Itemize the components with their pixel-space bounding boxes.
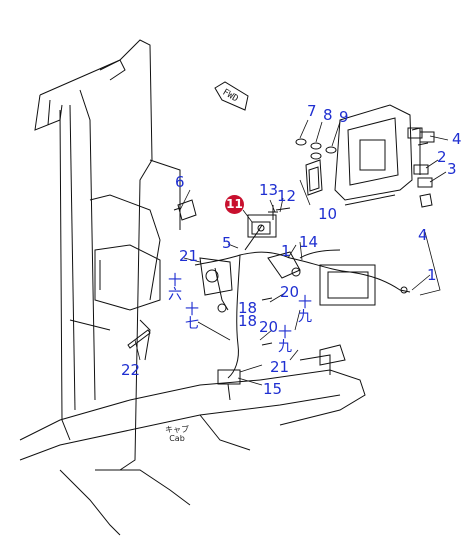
callout-16-kanji: 十六	[168, 273, 182, 303]
callout-3: 3	[447, 160, 457, 178]
callout-2: 2	[437, 148, 447, 166]
callout-14: 14	[299, 233, 319, 251]
callout-20-bottom: 20	[259, 318, 279, 336]
part-10	[305, 159, 323, 196]
callout-12: 12	[277, 187, 297, 205]
connectors-right	[407, 127, 435, 208]
cab-frame	[19, 39, 366, 536]
callout-21-top: 21	[179, 247, 199, 265]
leader-lines	[134, 119, 449, 386]
callout-1-center: 1	[281, 242, 291, 260]
bolts	[261, 205, 291, 346]
callout-1-right: 1	[427, 266, 437, 284]
fwd-arrow	[214, 81, 249, 111]
monitor	[334, 104, 421, 206]
callout-13: 13	[259, 181, 279, 199]
part-22	[127, 329, 151, 349]
callout-6: 6	[175, 173, 185, 191]
callout-21-bottom: 21	[270, 358, 290, 376]
callout-7: 7	[307, 102, 317, 120]
callout-4-top: 4	[452, 130, 462, 148]
cab-caption: キャブ Cab	[165, 425, 189, 443]
cab-caption-kana: キャブ	[165, 425, 189, 434]
callout-9: 9	[339, 108, 349, 126]
part-6	[173, 199, 197, 221]
wire-harness	[194, 214, 411, 401]
callout-10: 10	[318, 205, 338, 223]
callout-8: 8	[323, 106, 333, 124]
callout-22: 22	[121, 361, 141, 379]
callout-17-kanji: 十七	[185, 302, 199, 332]
callout-19-kanji-top: 十九	[298, 295, 312, 325]
callout-4-bottom: 4	[418, 226, 428, 244]
callout-18-top: 18	[238, 299, 258, 317]
callout-5: 5	[222, 234, 232, 252]
callout-20-top: 20	[280, 283, 300, 301]
callout-15: 15	[263, 380, 283, 398]
callout-18-bottom: 18	[238, 312, 258, 330]
callout-19-kanji-bottom: 十九	[278, 325, 292, 355]
callout-11-highlighted: 11	[225, 195, 244, 214]
cab-caption-en: Cab	[169, 434, 185, 443]
seals	[295, 138, 337, 160]
